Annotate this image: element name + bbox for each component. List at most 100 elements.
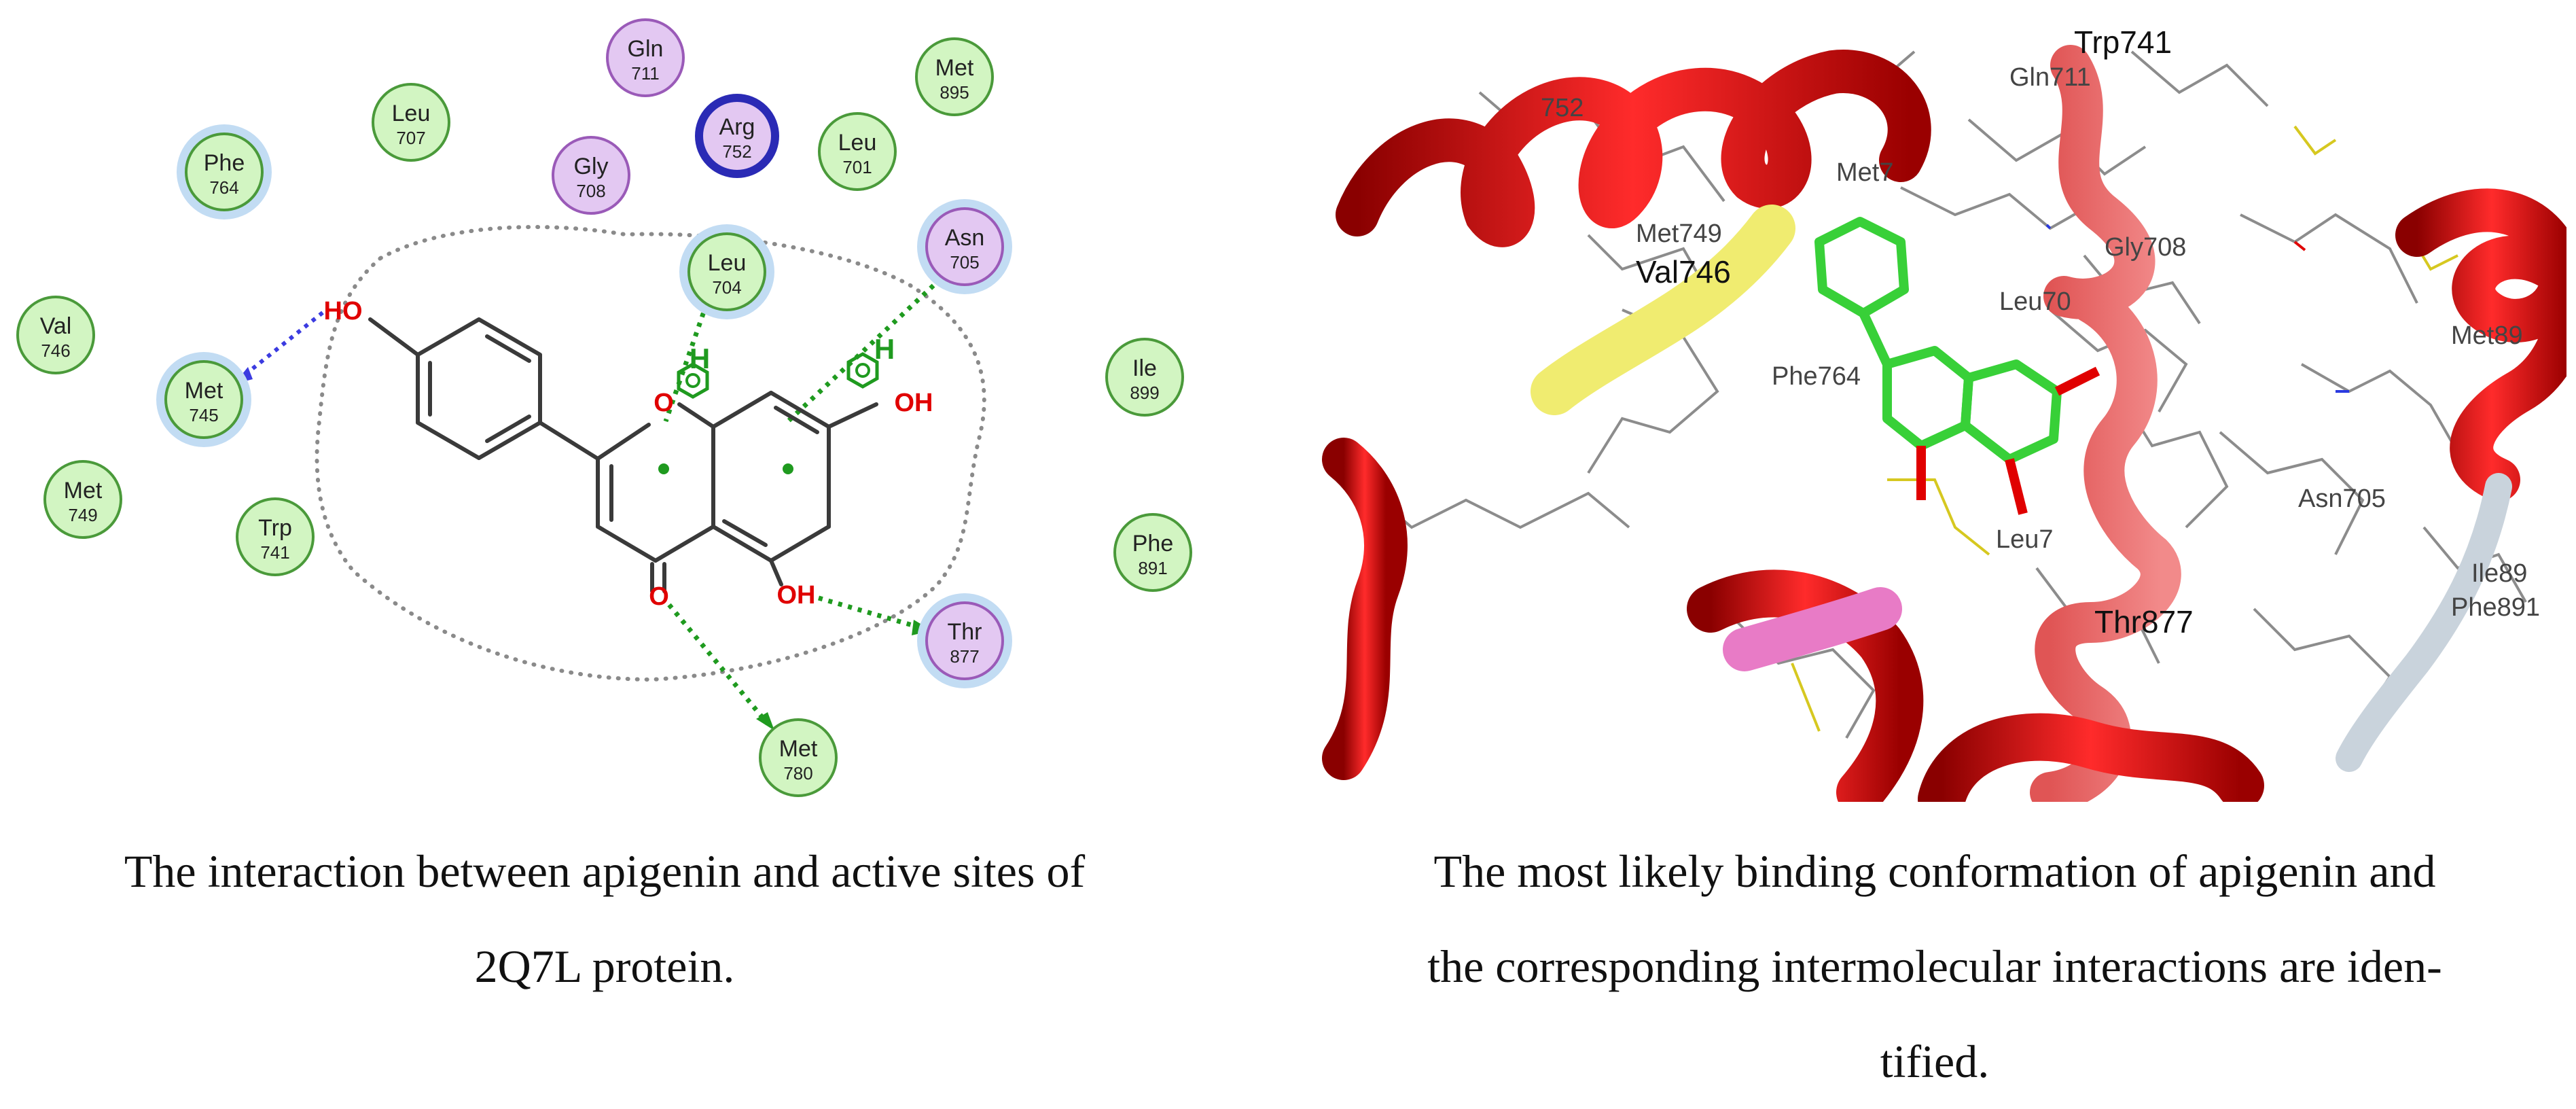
helix-top-left [1336,50,1931,247]
helix-right [2395,188,2566,501]
helix-bottom [1687,569,1924,802]
residue-name: Trp [258,515,292,541]
helix-left-edge [1322,438,1408,780]
residue-number: 705 [950,252,979,272]
caption-left: The interaction between apigenin and act… [0,824,1209,1014]
strand-yellow [1531,205,1795,415]
pi-leu704 [663,264,723,423]
residue-number: 877 [950,646,979,667]
residue-number: 741 [260,542,289,563]
aromatic-ring-icon [846,352,879,389]
residue-disc [372,83,450,162]
residue-phe891: Phe891 [1113,513,1192,592]
caption-right-line3: tified. [1880,1036,1990,1087]
label-asn705: Asn705 [2298,485,2386,513]
pi-asn705 [786,277,943,423]
residue-disc [1105,338,1184,417]
residue-name: Met [185,378,223,404]
residue-phe764: Phe764 [177,124,272,219]
caption-left-line1: The interaction between apigenin and act… [124,845,1086,897]
residue-number: 745 [189,405,218,425]
strand-white [2336,473,2512,772]
label-met745: Met7 [1836,158,1893,187]
residue-thr877: Thr877 [917,593,1012,688]
strand-pink [1723,587,1902,671]
residue-disc [915,37,994,116]
residue-number: 704 [712,277,741,298]
residue-name: Gly [574,154,609,179]
label-leu704: Leu7 [1996,525,2054,554]
residue-disc [1113,513,1192,592]
atom-label-ho: HO [324,297,363,325]
label-phe764: Phe764 [1772,362,1861,391]
residue-name: Phe [204,150,245,176]
aromatic-ring-icon [677,362,709,399]
atom-label-oh-right: OH [895,389,933,417]
label-trp741: Trp741 [2074,24,2172,60]
label-gln711: Gln711 [2009,63,2091,92]
residue-disc [695,94,779,178]
atom-label-oh-bottom: OH [777,581,816,610]
residue-disc [43,460,122,539]
label-arg752: 752 [1541,94,1584,122]
residue-disc [818,112,897,191]
pi-center-c [658,463,669,474]
label-phe891: Phe891 [2451,593,2540,622]
residue-disc [164,360,243,439]
label-leu707: Leu70 [1999,287,2071,316]
residue-name: Gln [628,36,664,62]
atom-label-h2: H [874,333,895,365]
residue-name: Met [935,55,974,81]
residue-disc [759,718,838,797]
pocket-outline [315,225,986,682]
pi-markers [658,352,879,474]
label-met749: Met749 [1636,219,1722,248]
pi-center-a [783,463,793,474]
ring-b [416,317,542,460]
residue-number: 711 [631,63,659,84]
residue-val746: Val746 [16,296,95,374]
residue-disc [185,133,264,211]
residue-asn705: Asn705 [917,199,1012,294]
hetero-atoms [1512,118,2458,732]
helix-bottom-right [1918,713,2264,802]
apigenin-structure [368,317,878,593]
residue-name: Phe [1132,531,1174,557]
residue-disc [925,207,1004,286]
atom-label-o-carbonyl: O [649,582,669,611]
residue-met749: Met749 [43,460,122,539]
residue-number: 764 [209,177,238,198]
helix-ribbons [1322,45,2566,802]
residue-name: Leu [838,130,877,156]
residue-trp741: Trp741 [236,497,315,576]
residue-name: Thr [948,619,982,645]
residue-disc [687,232,766,311]
label-gly708: Gly708 [2105,233,2186,262]
residue-disc [236,497,315,576]
caption-right: The most likely binding conformation of … [1303,824,2566,1109]
residue-disc [606,18,685,97]
hbond-oh-thr877 [818,595,925,631]
residue-disc [552,136,630,215]
residue-gln711: Gln711 [606,18,685,97]
residue-number: 749 [68,505,97,525]
residue-number: 701 [842,157,872,177]
caption-left-line2: 2Q7L protein. [474,940,735,992]
residue-number: 752 [722,141,751,162]
residue-number: 891 [1138,558,1167,578]
label-ile899: Ile89 [2471,559,2527,588]
residue-number: 780 [783,763,812,784]
helix-center [2030,45,2181,802]
arrowhead-met780 [756,712,774,730]
residue-number: 708 [576,181,605,201]
residue-number: 899 [1130,383,1159,403]
label-val746: Val746 [1636,254,1731,289]
